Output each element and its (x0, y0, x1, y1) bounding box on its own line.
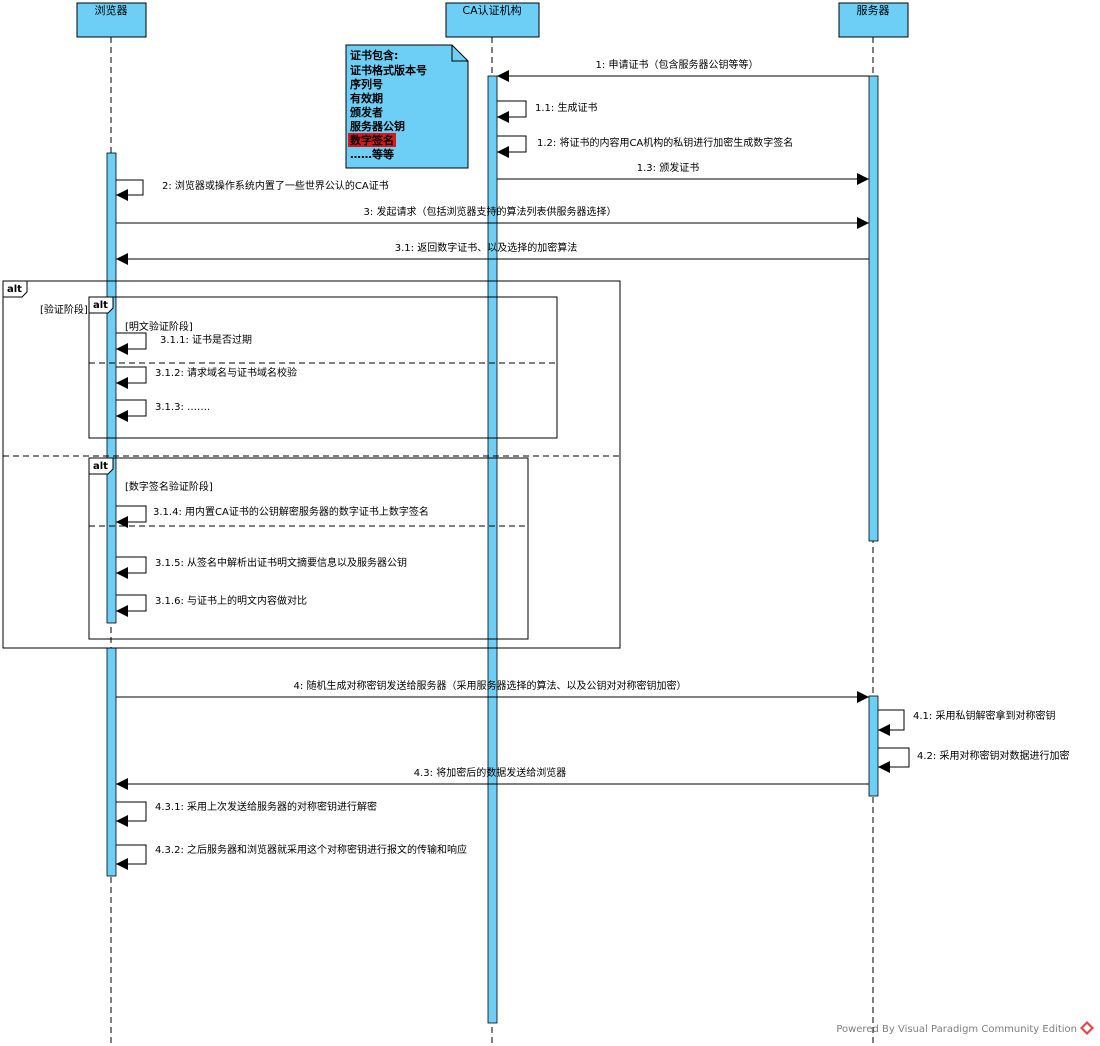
message-4-3-2[interactable]: 4.3.2: 之后服务器和浏览器就采用这个对称密钥进行报文的传输和响应 (116, 843, 467, 870)
message-3-label: 3: 发起请求（包括浏览器支持的算法列表供服务器选择） (364, 205, 617, 218)
message-3-1[interactable]: 3.1: 返回数字证书、以及选择的加密算法 (116, 241, 869, 265)
message-3-1-4-label: 3.1.4: 用内置CA证书的公钥解密服务器的数字证书上数字签名 (153, 505, 429, 518)
alt-frame-outer-tag: alt (7, 284, 22, 295)
participant-ca-label: CA认证机构 (462, 3, 521, 17)
message-1-3-label: 1.3: 颁发证书 (637, 161, 699, 174)
participant-browser-label: 浏览器 (95, 3, 128, 17)
alt-frame-outer-guard: [验证阶段] (40, 303, 88, 316)
message-4-1-label: 4.1: 采用私钥解密拿到对称密钥 (913, 709, 1055, 722)
alt-frame-inner-1-guard: [明文验证阶段] (125, 320, 193, 333)
participant-browser[interactable]: 浏览器 (76, 2, 147, 38)
note-line: ……等等 (350, 147, 394, 161)
alt-frame-outer: alt [验证阶段] (2, 280, 621, 649)
note-line: 证书包含: (350, 48, 398, 62)
message-1-label: 1: 申请证书（包含服务器公钥等等） (596, 58, 759, 71)
message-1-3[interactable]: 1.3: 颁发证书 (497, 161, 869, 185)
note-line: 服务器公钥 (350, 119, 405, 133)
message-4-3[interactable]: 4.3: 将加密后的数据发送给浏览器 (116, 766, 869, 790)
message-3-1-5-label: 3.1.5: 从签名中解析出证书明文摘要信息以及服务器公钥 (155, 556, 407, 569)
message-3-1-1-label: 3.1.1: 证书是否过期 (160, 333, 252, 346)
message-4-label: 4: 随机生成对称密钥发送给服务器（采用服务器选择的算法、以及公钥对对称密钥加密… (294, 679, 687, 692)
footer: Powered By Visual Paradigm Community Edi… (836, 1021, 1094, 1035)
message-3[interactable]: 3: 发起请求（包括浏览器支持的算法列表供服务器选择） (116, 205, 869, 229)
message-3-1-3-label: 3.1.3: ……. (155, 402, 210, 413)
participant-server[interactable]: 服务器 (838, 2, 909, 38)
alt-frame-inner-1-tag: alt (93, 300, 108, 311)
footer-text: Powered By Visual Paradigm Community Edi… (836, 1024, 1077, 1035)
message-3-1-label: 3.1: 返回数字证书、以及选择的加密算法 (395, 241, 577, 254)
activation-browser-2[interactable] (106, 647, 117, 877)
message-3-1-5[interactable]: 3.1.5: 从签名中解析出证书明文摘要信息以及服务器公钥 (116, 556, 407, 579)
message-3-1-2-label: 3.1.2: 请求域名与证书域名校验 (155, 366, 297, 379)
alt-frame-inner-2-tag: alt (93, 461, 108, 472)
message-4[interactable]: 4: 随机生成对称密钥发送给服务器（采用服务器选择的算法、以及公钥对对称密钥加密… (116, 679, 869, 703)
message-2[interactable]: 2: 浏览器或操作系统内置了一些世界公认的CA证书 (116, 179, 389, 201)
message-4-1[interactable]: 4.1: 采用私钥解密拿到对称密钥 (878, 709, 1055, 736)
note-line: 序列号 (350, 77, 383, 91)
message-3-1-3[interactable]: 3.1.3: ……. (116, 399, 210, 422)
message-3-1-1[interactable]: 3.1.1: 证书是否过期 (116, 332, 252, 355)
certificate-note[interactable]: 证书包含: 证书格式版本号 序列号 有效期 颁发者 服务器公钥 数字签名 ……等… (345, 44, 469, 169)
message-4-3-1[interactable]: 4.3.1: 采用上次发送给服务器的对称密钥进行解密 (116, 800, 377, 827)
message-3-1-6-label: 3.1.6: 与证书上的明文内容做对比 (155, 594, 307, 607)
message-4-3-2-label: 4.3.2: 之后服务器和浏览器就采用这个对称密钥进行报文的传输和响应 (155, 843, 467, 856)
message-2-label: 2: 浏览器或操作系统内置了一些世界公认的CA证书 (162, 179, 389, 192)
activation-server-2[interactable] (868, 695, 879, 797)
message-4-2[interactable]: 4.2: 采用对称密钥对数据进行加密 (878, 747, 1069, 773)
message-4-3-label: 4.3: 将加密后的数据发送给浏览器 (414, 766, 566, 779)
visual-paradigm-logo-icon (1080, 1021, 1094, 1035)
message-1-1[interactable]: 1.1: 生成证书 (497, 100, 597, 123)
note-line: 证书格式版本号 (350, 63, 427, 77)
note-line: 有效期 (350, 91, 383, 105)
note-highlight-bar (348, 133, 396, 147)
activation-browser-1[interactable] (106, 152, 117, 624)
message-1-2-label: 1.2: 将证书的内容用CA机构的私钥进行加密生成数字签名 (537, 136, 793, 149)
activation-server-1[interactable] (868, 75, 879, 542)
alt-frame-inner-2-guard: [数字签名验证阶段] (125, 480, 213, 493)
participant-ca[interactable]: CA认证机构 (445, 2, 540, 38)
message-3-1-4[interactable]: 3.1.4: 用内置CA证书的公钥解密服务器的数字证书上数字签名 (116, 505, 429, 528)
message-1-2[interactable]: 1.2: 将证书的内容用CA机构的私钥进行加密生成数字签名 (497, 135, 793, 158)
activation-ca[interactable] (487, 75, 498, 1024)
message-4-2-label: 4.2: 采用对称密钥对数据进行加密 (917, 749, 1069, 762)
alt-frame-inner-1: alt [明文验证阶段] (88, 296, 558, 439)
message-3-1-2[interactable]: 3.1.2: 请求域名与证书域名校验 (116, 366, 297, 389)
participant-server-label: 服务器 (857, 4, 890, 17)
message-3-1-6[interactable]: 3.1.6: 与证书上的明文内容做对比 (116, 594, 307, 617)
alt-frame-inner-2: alt [数字签名验证阶段] (88, 457, 529, 640)
note-line: 颁发者 (350, 105, 383, 119)
message-1-1-label: 1.1: 生成证书 (535, 101, 597, 114)
message-1[interactable]: 1: 申请证书（包含服务器公钥等等） (497, 58, 869, 82)
message-4-3-1-label: 4.3.1: 采用上次发送给服务器的对称密钥进行解密 (155, 800, 377, 813)
note-line-highlighted: 数字签名 (350, 133, 394, 147)
